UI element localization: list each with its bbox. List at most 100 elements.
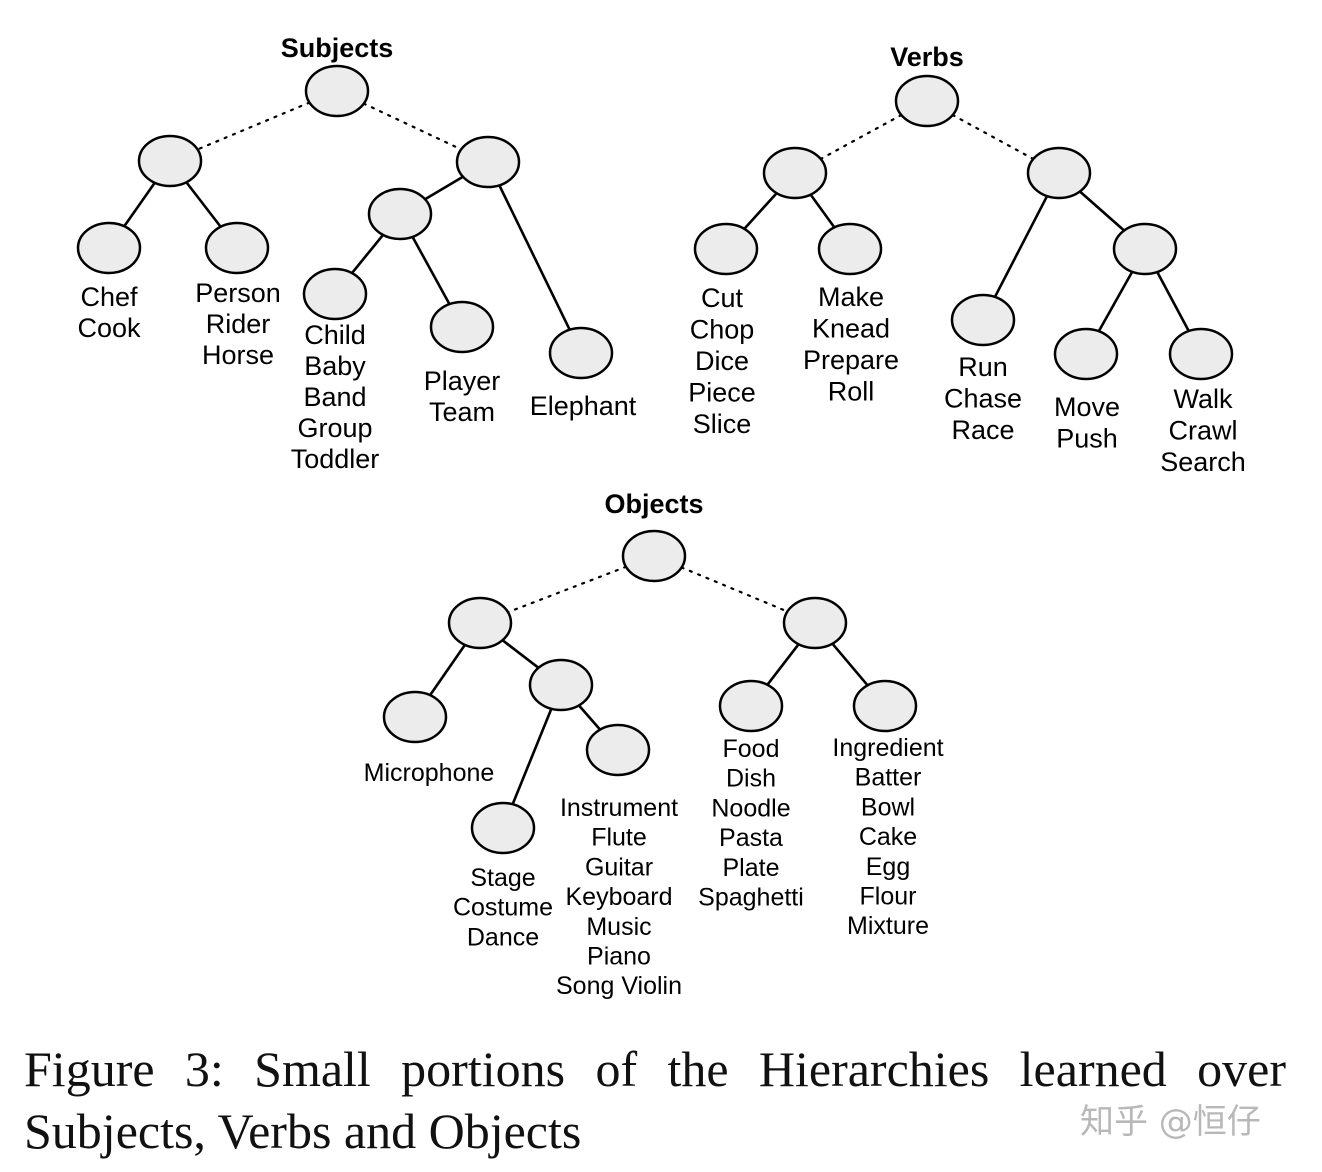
- subjects-leaf-word: Elephant: [530, 391, 637, 421]
- subjects-leaf-word: Baby: [304, 351, 366, 381]
- verbs-leaf-word: Move: [1054, 392, 1120, 422]
- objects-leaf-word: Dance: [467, 923, 539, 951]
- verbs-node-l2: [950, 293, 1016, 347]
- verbs-edge-RR-l4: [1156, 271, 1190, 332]
- objects-node-R: [782, 596, 848, 650]
- verbs-leaf-word: Push: [1056, 424, 1118, 454]
- subjects-node-root: [304, 64, 370, 118]
- objects-leaf-word: Costume: [453, 894, 553, 922]
- objects-title: Objects: [604, 489, 703, 519]
- objects-leaf-word: Bowl: [861, 793, 915, 821]
- verbs-leaf-word: Roll: [828, 377, 875, 407]
- subjects-edge-RL-l2: [350, 234, 385, 274]
- objects-leaf-word: Ingredient: [832, 734, 943, 762]
- subjects-edge-L-l0: [123, 182, 156, 227]
- objects-leaf-word: Dish: [726, 765, 776, 793]
- verbs-leaf-word: Race: [951, 415, 1014, 445]
- objects-leaf-word: Plate: [723, 854, 780, 882]
- objects-leaf-word: Cake: [859, 823, 917, 851]
- verbs-node-l4: [1168, 327, 1234, 381]
- objects-leaf-word: Batter: [855, 764, 922, 792]
- objects-node-l2: [585, 723, 651, 777]
- subjects-dotted-edge-R: [362, 102, 463, 151]
- subjects-leaf-word: Horse: [202, 340, 274, 370]
- verbs-edge-L-l0: [743, 192, 778, 230]
- subjects-leaf-word: Band: [303, 382, 366, 412]
- objects-leaf-word: Instrument: [560, 794, 678, 822]
- verbs-node-l3: [1053, 327, 1119, 381]
- subjects-leaf-word: Toddler: [291, 444, 380, 474]
- objects-node-l1: [470, 801, 536, 855]
- objects-edge-L-LR: [501, 639, 540, 669]
- verbs-leaf-word: Piece: [688, 378, 756, 408]
- objects-dotted-edge-R: [680, 566, 789, 613]
- verbs-leaf-word: Crawl: [1168, 416, 1237, 446]
- subjects-node-l1: [204, 221, 270, 275]
- subjects-leaf-word: Person: [195, 278, 281, 308]
- objects-leaf-word: Mixture: [847, 912, 929, 940]
- verbs-leaf-word: Dice: [695, 346, 749, 376]
- objects-node-l3: [718, 679, 784, 733]
- objects-leaf-word: Piano: [587, 943, 651, 971]
- subjects-edge-R-RL: [424, 175, 464, 201]
- subjects-node-l4: [548, 326, 614, 380]
- verbs-leaf-word: Chop: [690, 315, 755, 345]
- subjects-edge-R-l4: [498, 184, 571, 331]
- objects-node-LR: [528, 658, 594, 712]
- objects-edge-R-l3: [766, 643, 800, 686]
- objects-leaf-word: Keyboard: [565, 883, 672, 911]
- objects-leaf-word: Noodle: [711, 794, 790, 822]
- subjects-leaf-word: Rider: [206, 309, 271, 339]
- subjects-node-l3: [429, 300, 495, 354]
- verbs-node-R: [1026, 146, 1092, 200]
- subjects-node-l2: [302, 267, 368, 321]
- objects-leaf-word: Stage: [470, 864, 535, 892]
- verbs-node-l0: [693, 222, 759, 276]
- verbs-edge-RR-l3: [1097, 271, 1134, 332]
- objects-edge-R-l4: [831, 642, 869, 687]
- objects-leaf-word: Guitar: [585, 853, 653, 881]
- verbs-edge-L-l1: [809, 193, 836, 229]
- verbs-edge-R-l2: [993, 195, 1049, 298]
- objects-leaf-word: Pasta: [719, 824, 783, 852]
- objects-node-l0: [382, 690, 448, 744]
- verbs-dotted-edge-R: [951, 113, 1035, 161]
- verbs-leaf-word: Walk: [1174, 384, 1233, 414]
- objects-leaf-word: Spaghetti: [698, 884, 804, 912]
- subjects-leaf-word: Chef: [80, 282, 138, 312]
- subjects-edge-RL-l3: [411, 236, 451, 305]
- objects-leaf-word: Flute: [591, 824, 647, 852]
- verbs-node-RR: [1112, 222, 1178, 276]
- figure-caption: Figure 3: Small portions of the Hierarch…: [24, 1041, 1286, 1159]
- objects-node-l4: [852, 679, 918, 733]
- objects-leaf-word: Flour: [860, 883, 917, 911]
- subjects-node-L: [137, 134, 203, 188]
- verbs-leaf-word: Run: [958, 352, 1008, 382]
- subjects-edge-L-l1: [185, 181, 222, 228]
- verbs-leaf-word: Cut: [701, 283, 744, 313]
- subjects-title: Subjects: [281, 33, 394, 63]
- subjects-leaf-word: Cook: [77, 313, 141, 343]
- verbs-leaf-word: Search: [1160, 447, 1246, 477]
- objects-node-root: [621, 529, 687, 583]
- objects-edge-LR-l1: [511, 708, 553, 805]
- subjects-leaf-label-4: Elephant: [530, 391, 637, 421]
- verbs-node-l1: [817, 222, 883, 276]
- objects-leaf-word: Song Violin: [556, 972, 682, 1000]
- objects-edge-LR-l2: [577, 704, 602, 731]
- verbs-edge-R-RR: [1079, 190, 1125, 232]
- objects-edge-L-l0: [429, 644, 466, 696]
- subjects-dotted-edge-L: [196, 101, 311, 151]
